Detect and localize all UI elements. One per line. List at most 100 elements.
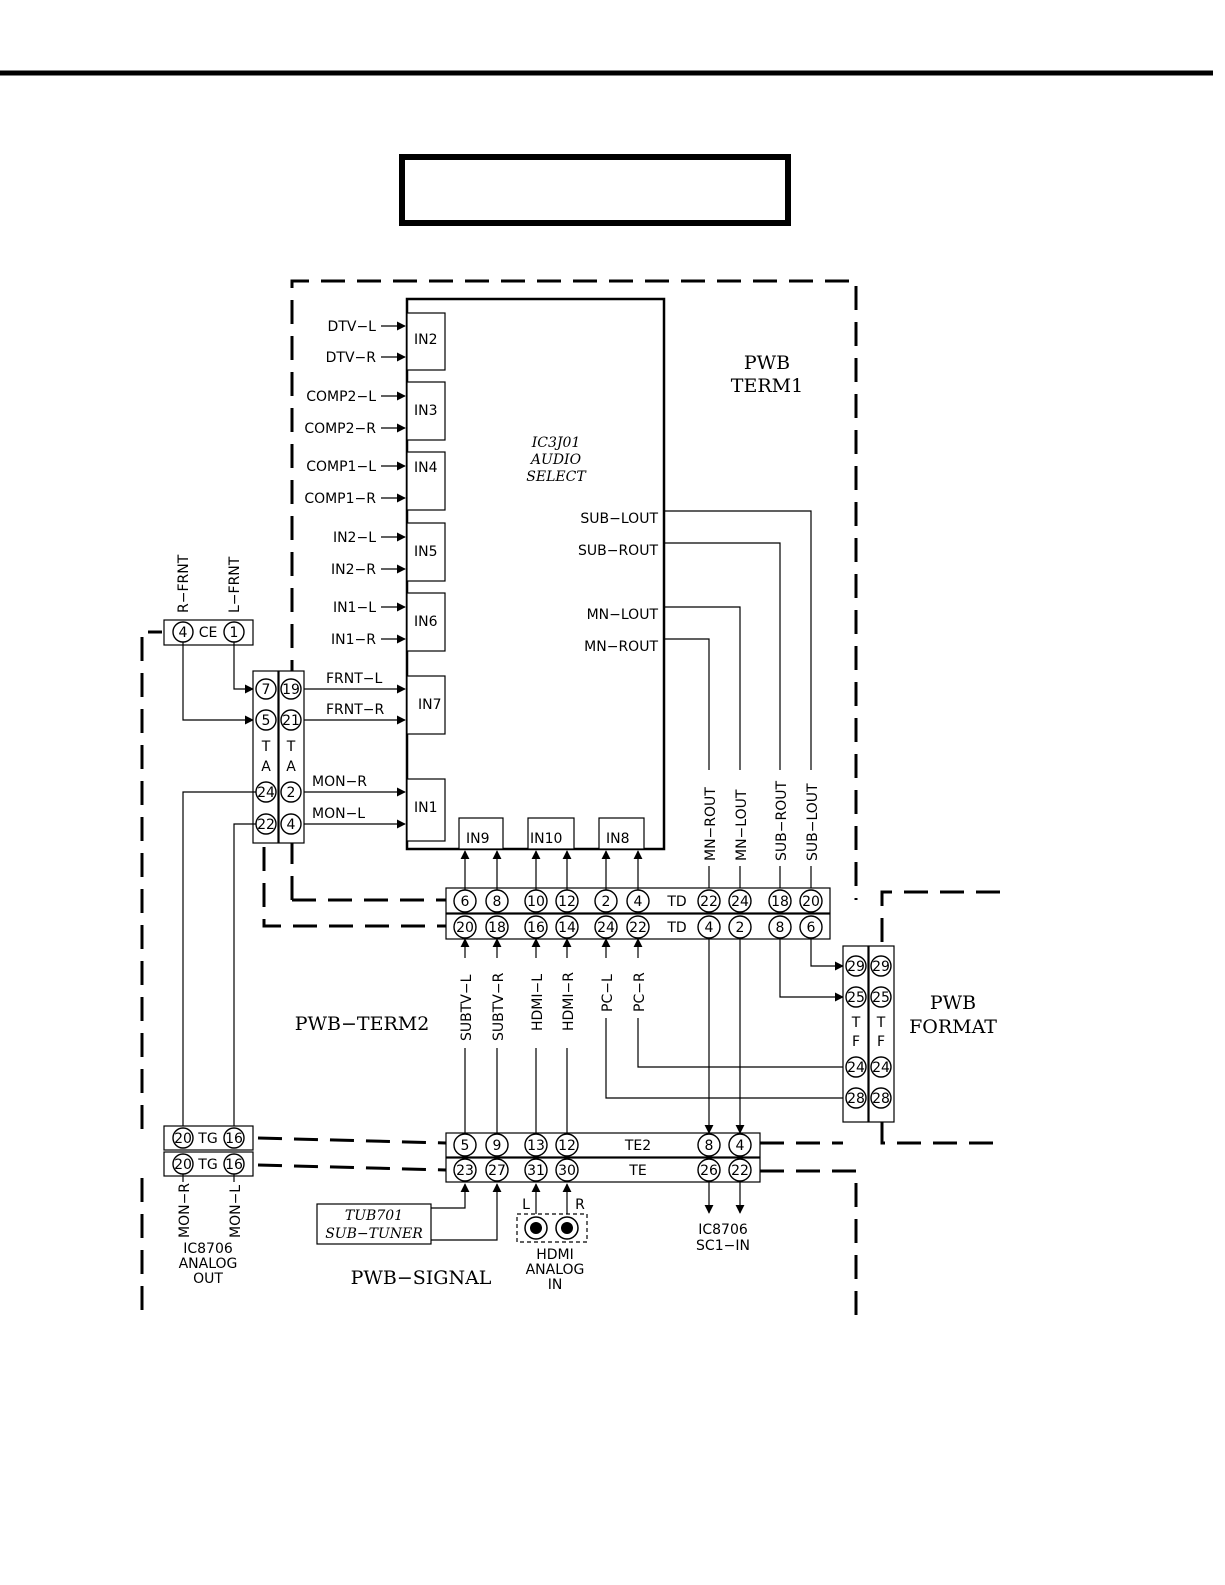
svg-text:ANALOG: ANALOG (526, 1262, 585, 1278)
svg-text:IN1: IN1 (414, 800, 438, 816)
svg-text:F: F (877, 1034, 885, 1050)
td-top-pin-circle (799, 889, 823, 913)
svg-text:25: 25 (872, 990, 890, 1006)
svg-text:20: 20 (174, 1157, 192, 1173)
svg-text:29: 29 (847, 959, 865, 975)
td-bottom-pin-label: 16 (527, 920, 545, 936)
td-top-pin-label: 18 (771, 894, 789, 910)
td-bottom-pin-label: 6 (807, 920, 816, 936)
svg-text:20: 20 (174, 1131, 192, 1147)
svg-text:CE: CE (199, 625, 218, 641)
svg-text:7: 7 (262, 682, 271, 698)
signal-comp2-l: COMP2−L (306, 389, 376, 405)
td-top-pin-label: 10 (527, 894, 545, 910)
svg-text:IN3: IN3 (414, 403, 438, 419)
svg-text:5: 5 (262, 713, 271, 729)
title-box (399, 154, 791, 226)
vlabel-hdmi-l: HDMI−L (530, 974, 546, 1031)
svg-text:IN9: IN9 (466, 831, 490, 847)
te2-pin-circle (728, 1133, 752, 1157)
te2-pin-label: 12 (558, 1138, 576, 1154)
td-top-pin-label: 2 (602, 894, 611, 910)
svg-text:2: 2 (287, 785, 296, 801)
td-bottom-pin-circle (697, 915, 721, 939)
input-block-in6: IN6 (406, 592, 446, 652)
svg-text:IN7: IN7 (418, 697, 442, 713)
te2-pin-circle (485, 1133, 509, 1157)
svg-text:T: T (261, 739, 271, 755)
td-bottom-pin-label: 24 (597, 920, 615, 936)
svg-text:19: 19 (282, 682, 300, 698)
svg-text:T: T (876, 1015, 886, 1031)
te2-pin-label: 4 (736, 1138, 745, 1154)
td-bottom-pin-circle (555, 915, 579, 939)
svg-text:IC8706: IC8706 (698, 1222, 748, 1238)
output-sub-lout: SUB−LOUT (580, 511, 658, 527)
svg-text:4: 4 (287, 817, 296, 833)
svg-text:TE: TE (628, 1163, 646, 1179)
te2-to-td-arrows (460, 938, 844, 1134)
te2-pin-label: 9 (493, 1138, 502, 1154)
te-pin-circle (555, 1158, 579, 1182)
svg-text:IN8: IN8 (606, 831, 630, 847)
svg-text:29: 29 (872, 959, 890, 975)
te-pin-label: 26 (700, 1163, 718, 1179)
te-pin-label: 27 (488, 1163, 506, 1179)
signal-in1-r: IN1−R (331, 632, 376, 648)
signal-comp2-r: COMP2−R (304, 421, 376, 437)
td-bottom-pin-label: 2 (736, 920, 745, 936)
vlabel-mn-lout: MN−LOUT (734, 789, 750, 861)
board-term1-line2: TERM1 (731, 375, 803, 397)
svg-text:HDMI: HDMI (536, 1247, 574, 1263)
vlabel-mon-r: MON−R (177, 1183, 193, 1238)
output-sub-rout: SUB−ROUT (578, 543, 658, 559)
td-bottom-pin-circle (524, 915, 548, 939)
svg-text:16: 16 (225, 1157, 243, 1173)
te2-pin-circle (453, 1133, 477, 1157)
svg-text:28: 28 (847, 1091, 865, 1107)
td-bottom-pin-circle (728, 915, 752, 939)
te2-pin-circle (524, 1133, 548, 1157)
te-pin-circle (524, 1158, 548, 1182)
connector-ce: 4 CE 1 R−FRNT L−FRNT (163, 554, 254, 646)
board-signal: PWB−SIGNAL (351, 1267, 492, 1289)
ic8706-out-line2: ANALOG (179, 1256, 238, 1272)
wire-ta24-tg20 (182, 791, 256, 1128)
svg-text:T: T (851, 1015, 861, 1031)
te-pin-circle (453, 1158, 477, 1182)
svg-text:TUB701: TUB701 (345, 1208, 403, 1224)
board-format-line2: FORMAT (909, 1016, 997, 1038)
vlabel-mn-rout: MN−ROUT (703, 787, 719, 861)
output-mn-rout: MN−ROUT (584, 639, 658, 655)
td-bottom-pin-circle (768, 915, 792, 939)
te-pin-circle (697, 1158, 721, 1182)
td-top-pin-label: 20 (802, 894, 820, 910)
signal-frnt-l: FRNT−L (326, 671, 383, 687)
td-bottom-pin-circle (799, 915, 823, 939)
td-top-pin-label: 8 (493, 894, 502, 910)
pwb-term2-outline (140, 630, 843, 1145)
td-bottom-pin-circle (485, 915, 509, 939)
te2-pin-label: 5 (461, 1138, 470, 1154)
bottom-vertical-labels: SUBTV−L SUBTV−R HDMI−L HDMI−R PC−L PC−R (456, 958, 648, 1048)
input-block-in1: IN1 (406, 778, 446, 842)
svg-text:IN: IN (548, 1277, 563, 1293)
td-bottom-pin-label: 22 (629, 920, 647, 936)
svg-text:28: 28 (872, 1091, 890, 1107)
hdmi-analog-jack: L R HDMI ANALOG IN (516, 1183, 588, 1293)
td-top-pin-label: 24 (731, 894, 749, 910)
wire-ce1-ta7 (233, 642, 254, 694)
svg-text:TD: TD (666, 894, 686, 910)
input-block-in5: IN5 (406, 522, 446, 582)
td-top-pin-label: 12 (558, 894, 576, 910)
svg-text:A: A (286, 759, 296, 775)
svg-text:TD: TD (666, 920, 686, 936)
vlabel-sub-rout: SUB−ROUT (774, 781, 790, 861)
te2-pin-label: 8 (705, 1138, 714, 1154)
svg-text:25: 25 (847, 990, 865, 1006)
vlabel-subtv-r: SUBTV−R (491, 972, 507, 1041)
signal-in1-l: IN1−L (333, 600, 376, 616)
input-block-in8: IN8 (598, 817, 645, 850)
